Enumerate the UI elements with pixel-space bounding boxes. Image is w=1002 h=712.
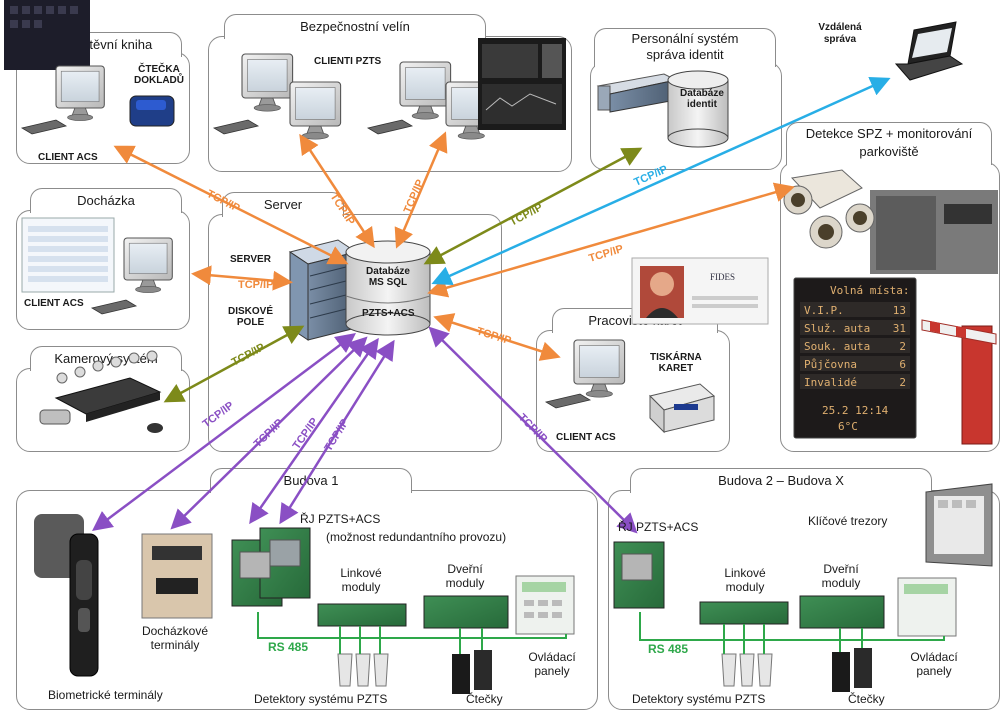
velin-workstations	[213, 38, 566, 140]
detektory-b2	[721, 653, 773, 687]
parking-row-value: 2	[899, 376, 906, 389]
parking-row-name: Invalidé	[804, 376, 857, 389]
parking-row-bg	[800, 320, 910, 335]
parking-time: 25.2 12:14	[822, 404, 889, 417]
parking-row-bg	[800, 302, 910, 317]
detektory-label-b1: Detektory systému PZTS	[254, 692, 388, 706]
tcp-label-6: TCP/IP	[475, 325, 512, 347]
rj-pzts-acs-b1: ŘJ PZTS+ACS	[300, 512, 381, 526]
tab-budova-2: Budova 2 – Budova X	[630, 468, 932, 493]
navstevni-workstation	[4, 0, 175, 135]
client-acs-label-2: CLIENT ACS	[24, 298, 84, 309]
tab-personalni-system: Personální systém správa identit	[594, 28, 776, 67]
tab-bezpecnostni-velin: Bezpečnostní velín	[224, 14, 486, 39]
parking-row-name: Souk. auta	[804, 340, 870, 353]
parking-row-value: 6	[899, 358, 906, 371]
tcp-label-13: TCP/IP	[322, 417, 351, 453]
vzdalena-laptop	[894, 21, 964, 81]
rs485-label-b2: RS 485	[648, 642, 689, 656]
biometricke-label: Biometrické terminály	[48, 688, 163, 702]
tcp-label-11: TCP/IP	[252, 417, 286, 450]
parking-row-value: 13	[893, 304, 906, 317]
connections	[92, 77, 891, 534]
tcp-label-8: TCP/IP	[230, 341, 267, 368]
tcp-label-4: TCP/IP	[238, 279, 273, 291]
parking-row-value: 31	[893, 322, 906, 335]
biometric-terminal	[34, 514, 99, 677]
client-acs-label-3: CLIENT ACS	[556, 432, 616, 443]
parking-row-bg	[800, 356, 910, 371]
dverni-moduly-b1	[423, 595, 509, 629]
parking-row-bg	[800, 374, 910, 389]
dverni-moduly-b2	[799, 595, 885, 629]
rj-control-units-b1	[231, 527, 311, 607]
ctecky-b2	[832, 648, 872, 692]
rj-pzts-acs-b2: ŘJ PZTS+ACS	[618, 520, 699, 534]
clienti-pzts-label: CLIENTI PZTS	[314, 56, 382, 67]
pzts-acs-db-label: PZTS+ACS	[362, 308, 415, 319]
vzdalena-sprava-label: Vzdálená správa	[818, 22, 862, 45]
linkove-moduly-b1	[317, 603, 407, 627]
ovladaci-panel-b2	[897, 577, 957, 637]
fides-logo-text: FIDES	[710, 272, 735, 282]
tcp-label-12: TCP/IP	[291, 416, 321, 452]
tcp-label-3: TCP/IP	[402, 178, 427, 215]
parking-row-name: Služ. auta	[804, 322, 870, 335]
tcp-label-1: TCP/IP	[205, 188, 242, 215]
linkove-moduly-b2	[699, 601, 789, 625]
detektory-label-b2: Detektory systému PZTS	[632, 692, 766, 706]
pracoviste-workstation	[545, 339, 716, 434]
tcp-label-7: TCP/IP	[508, 201, 545, 228]
personalni-line2: správa identit	[646, 47, 724, 62]
detektory-b1	[337, 653, 389, 687]
camera-system-devices	[39, 350, 163, 433]
parking-row-bg	[800, 338, 910, 353]
rs485-bus-b1	[257, 612, 567, 654]
rj-control-unit-b2	[613, 541, 665, 609]
parking-row-value: 2	[899, 340, 906, 353]
tcp-label-14: TCP/IP	[516, 412, 550, 446]
fides-app-screenshot	[631, 257, 769, 325]
ovladaci-panel-b1	[515, 575, 575, 635]
parking-row-name: Půjčovna	[804, 358, 857, 371]
ctecky-b1	[452, 650, 492, 694]
parking-barrier	[921, 319, 997, 445]
rs485-label-b1: RS 485	[268, 640, 309, 654]
dochazka-workstation	[21, 217, 173, 315]
rs485-bus-b2	[639, 612, 945, 654]
tcp-label-2: TCP/IP	[327, 191, 356, 227]
dochazkovy-terminal	[141, 533, 213, 619]
parking-row-name: V.I.P.	[804, 304, 844, 317]
ctecky-label-b1: Čtečky	[466, 692, 503, 706]
rj-redundance-note: (možnost redundantního provozu)	[326, 530, 507, 544]
database-ms-sql-cylinder	[345, 240, 431, 336]
personalni-line1: Personální systém	[631, 31, 739, 46]
spz-cameras	[783, 169, 998, 274]
parking-temp: 6°C	[838, 420, 858, 433]
parking-title: Volná místa:	[830, 284, 909, 297]
klicove-trezory	[925, 483, 993, 567]
client-acs-label-1: CLIENT ACS	[38, 152, 98, 163]
server-label: SERVER	[230, 254, 271, 265]
klicove-trezory-label: Klíčové trezory	[808, 514, 888, 528]
ctecky-label-b2: Čtečky	[848, 692, 885, 706]
